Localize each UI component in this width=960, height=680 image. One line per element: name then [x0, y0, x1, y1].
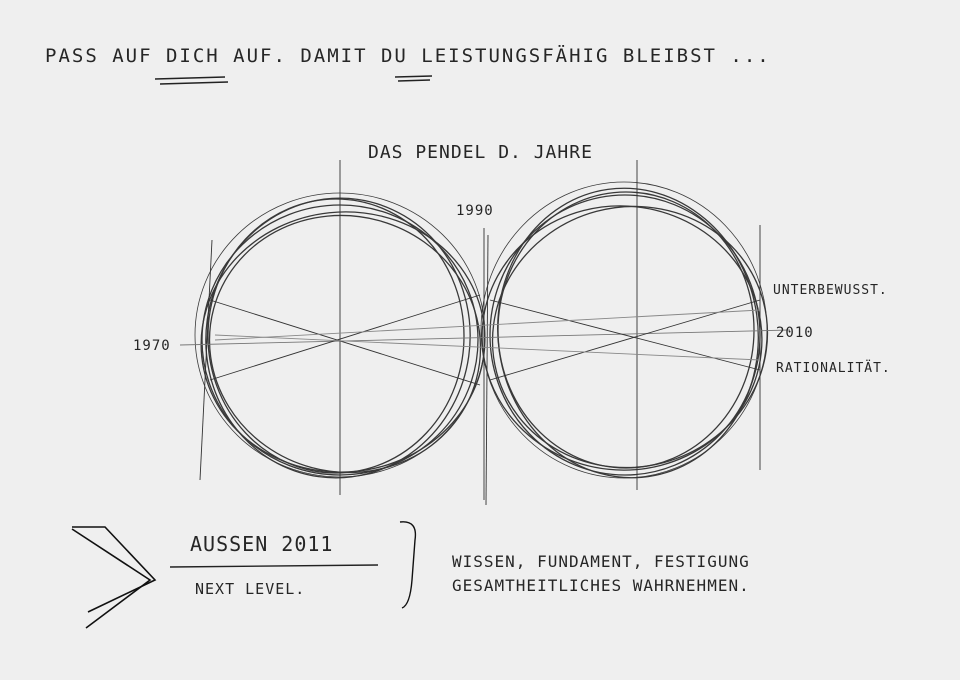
header-text: PASS AUF DICH AUF. DAMIT DU LEISTUNGSFÄH… — [45, 45, 771, 67]
year-1990: 1990 — [456, 203, 494, 219]
chevron-arrow-icon — [71, 526, 157, 629]
curly-bracket — [399, 521, 417, 609]
diagram-title: DAS PENDEL D. JAHRE — [368, 142, 593, 163]
year-1970: 1970 — [133, 338, 171, 354]
fraction-numerator: AUSSEN 2011 — [190, 532, 334, 556]
footer-line-1: WISSEN, FUNDAMENT, FESTIGUNG — [452, 552, 750, 571]
footer-line-2: GESAMTHEITLICHES WAHRNEHMEN. — [452, 576, 750, 595]
year-2010: 2010 — [776, 325, 814, 341]
label-unterbewusst: UNTERBEWUSST. — [773, 283, 888, 298]
fraction-denominator: NEXT LEVEL. — [195, 580, 306, 598]
label-rationalitaet: RATIONALITÄT. — [776, 361, 891, 376]
